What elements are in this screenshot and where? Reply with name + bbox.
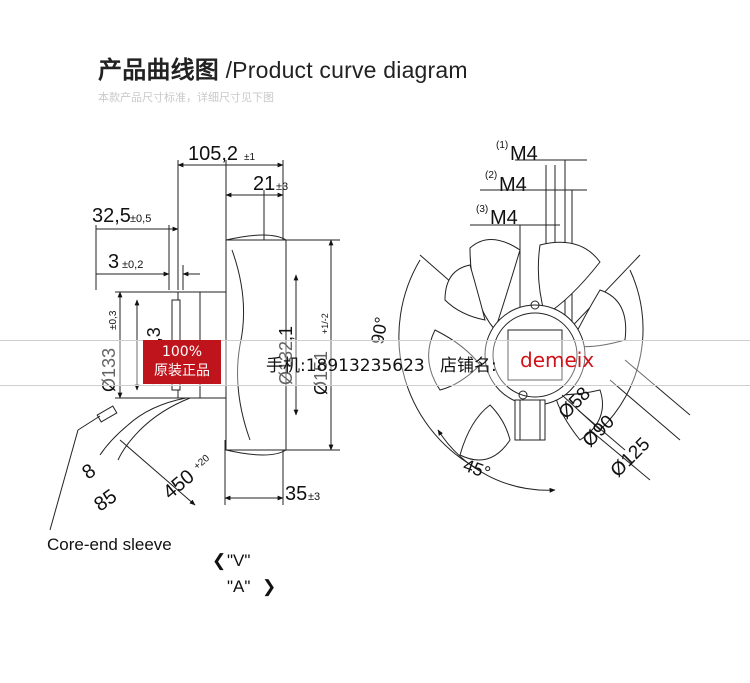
label-133-tol: ±0,3 (108, 310, 119, 330)
core-leader (77, 415, 101, 431)
page-title: 产品曲线图 /Product curve diagram (98, 50, 468, 85)
label-3: 3 (108, 251, 119, 273)
blade (554, 389, 603, 441)
side-view (49, 160, 340, 531)
hub-inner (492, 312, 578, 398)
blade (428, 329, 481, 391)
label-21: 21 (253, 173, 275, 195)
hub-bolt (518, 390, 528, 400)
brand-name: demeix (520, 348, 595, 372)
impeller-housing (225, 239, 287, 451)
label-85: 85 (90, 485, 121, 516)
label-133: Ø133 (99, 348, 119, 392)
subtitle: 本款产品尺寸标准，详细尺寸见下图 (98, 91, 274, 104)
label-450-tol: +20 (192, 453, 212, 473)
label-8: 8 (78, 460, 100, 484)
label-3-tol: ±0,2 (122, 259, 143, 271)
badge-line1: 100% (161, 344, 203, 360)
cable (99, 397, 187, 456)
m4-label-2: M4 (499, 174, 527, 196)
connector (96, 405, 118, 423)
impeller-bottom (225, 449, 287, 456)
arrow-a-right: ❯ (262, 577, 276, 597)
front-view (398, 159, 691, 493)
label-151: Ø151 (311, 351, 331, 395)
blade (444, 264, 486, 321)
label-32: 32,5 (92, 205, 131, 227)
blade (569, 289, 627, 348)
core-leader (49, 429, 79, 531)
watermark-band (0, 340, 750, 386)
label-v: "V" (227, 551, 250, 570)
angle-45-label: 45° (461, 455, 493, 483)
label-32-tol: ±0,5 (130, 213, 151, 225)
blade (459, 404, 511, 461)
label-35-tol: ±3 (308, 491, 320, 503)
label-105-tol: ±1 (244, 152, 255, 163)
impeller-top (225, 234, 287, 241)
m4-sup-3: (3) (476, 204, 488, 215)
title-cn: 产品曲线图 (98, 56, 219, 84)
hub-frame (507, 329, 563, 381)
m4-label-3: M4 (490, 207, 518, 229)
arc-90-right (599, 269, 644, 431)
dim-line-90 (577, 409, 626, 451)
dim-line-450 (119, 439, 196, 506)
label-450: 450 (159, 466, 199, 504)
hub-bolt (530, 300, 540, 310)
ext-line (609, 379, 681, 441)
core-end-label: Core-end sleeve (47, 535, 172, 554)
m4-sup-2: (2) (485, 170, 497, 181)
authentic-badge: 100% 原装正品 (143, 340, 221, 384)
arc-45 (437, 429, 556, 493)
phone-text: 手机:18913235623 (266, 356, 425, 376)
title-en: /Product curve diagram (219, 57, 468, 83)
arrow-v-left: ❮ (212, 551, 226, 571)
ext-line (624, 359, 691, 416)
fan-blades (428, 239, 627, 461)
label-35: 35 (285, 483, 307, 505)
dim-line-125 (589, 429, 651, 481)
badge-line2: 原装正品 (154, 363, 210, 379)
m4-label-1: M4 (510, 143, 538, 165)
label-151-tol: +1/-2 (320, 313, 330, 334)
m4-sup-1: (1) (496, 140, 508, 151)
label-21-tol: ±3 (276, 181, 288, 193)
blade-edge (231, 249, 251, 441)
label-105: 105,2 (188, 143, 238, 165)
shop-label: 店铺名: (440, 356, 497, 376)
label-a: "A" (227, 577, 250, 596)
blade (537, 241, 601, 316)
cable (117, 397, 191, 461)
